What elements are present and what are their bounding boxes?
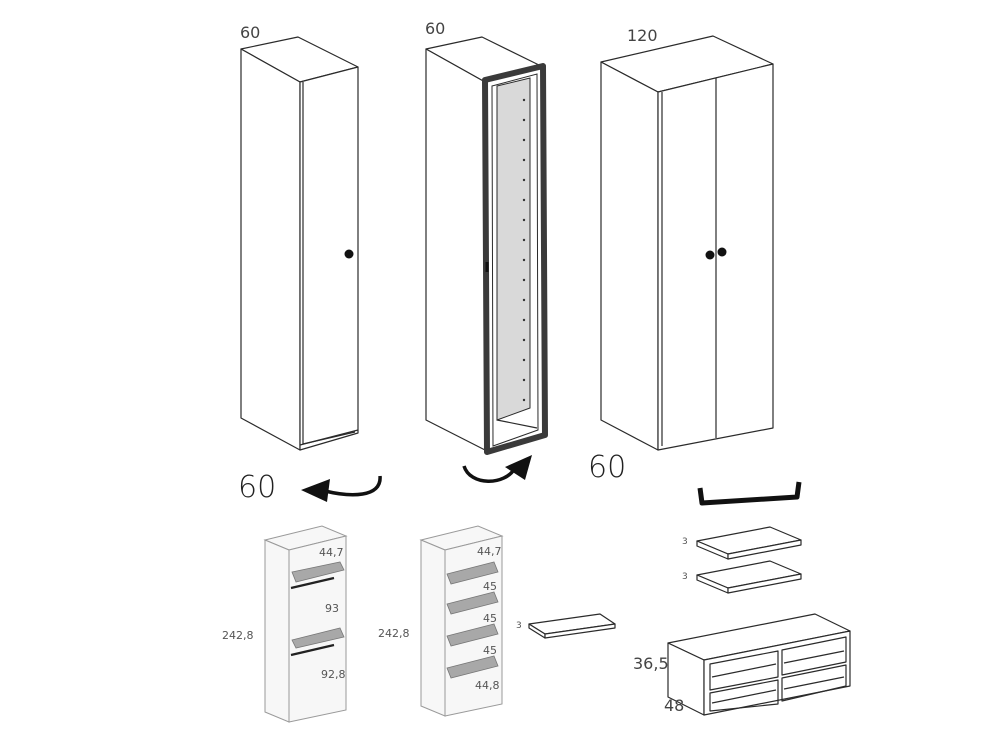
loose-shelf: 3 xyxy=(516,613,616,639)
curved-arrow-right-icon xyxy=(462,455,532,483)
drawer-unit: 36,5 48 xyxy=(633,613,851,716)
drawer-unit-depth: 48 xyxy=(664,696,684,715)
shelf-bottom: 3 xyxy=(682,560,802,594)
swing-left-label: 60 xyxy=(238,470,276,505)
cabinet-double-width: 120 xyxy=(627,26,658,45)
shelf-top: 3 xyxy=(682,526,802,560)
drawer-unit-height: 36,5 xyxy=(633,654,669,673)
shelf-top-thickness: 3 xyxy=(682,537,688,547)
door-knob-icon xyxy=(705,250,715,260)
interior-a: 242,8 44,7 93 92,8 xyxy=(222,525,348,723)
interior-b-s4: 45 xyxy=(483,644,497,657)
interior-b-height: 242,8 xyxy=(378,627,410,640)
interior-b-s1: 44,7 xyxy=(477,545,502,558)
cabinet-single-door: 60 xyxy=(240,23,359,451)
hanging-rail-icon xyxy=(697,481,802,506)
shelf-pin-holes xyxy=(522,98,526,402)
swing-right-label: 60 xyxy=(588,450,626,485)
door-knob-icon xyxy=(344,249,354,259)
interior-a-bottom: 92,8 xyxy=(321,668,346,681)
cabinet-glass-door: 60 xyxy=(425,19,548,455)
interior-a-middle: 93 xyxy=(325,602,339,615)
interior-b-s2: 45 xyxy=(483,580,497,593)
cabinet-glass-width: 60 xyxy=(425,19,445,38)
interior-b-s5: 44,8 xyxy=(475,679,500,692)
cabinet-single-width: 60 xyxy=(240,23,260,42)
curved-arrow-left-icon xyxy=(301,475,382,502)
shelf-bottom-thickness: 3 xyxy=(682,572,688,582)
interior-a-height: 242,8 xyxy=(222,629,254,642)
interior-b: 242,8 44,7 45 45 45 44,8 xyxy=(378,525,504,717)
door-knob-icon xyxy=(717,247,727,257)
cabinet-double-door: 120 xyxy=(600,26,774,451)
interior-b-s3: 45 xyxy=(483,612,497,625)
interior-a-top: 44,7 xyxy=(319,546,344,559)
loose-shelf-thickness: 3 xyxy=(516,621,522,631)
